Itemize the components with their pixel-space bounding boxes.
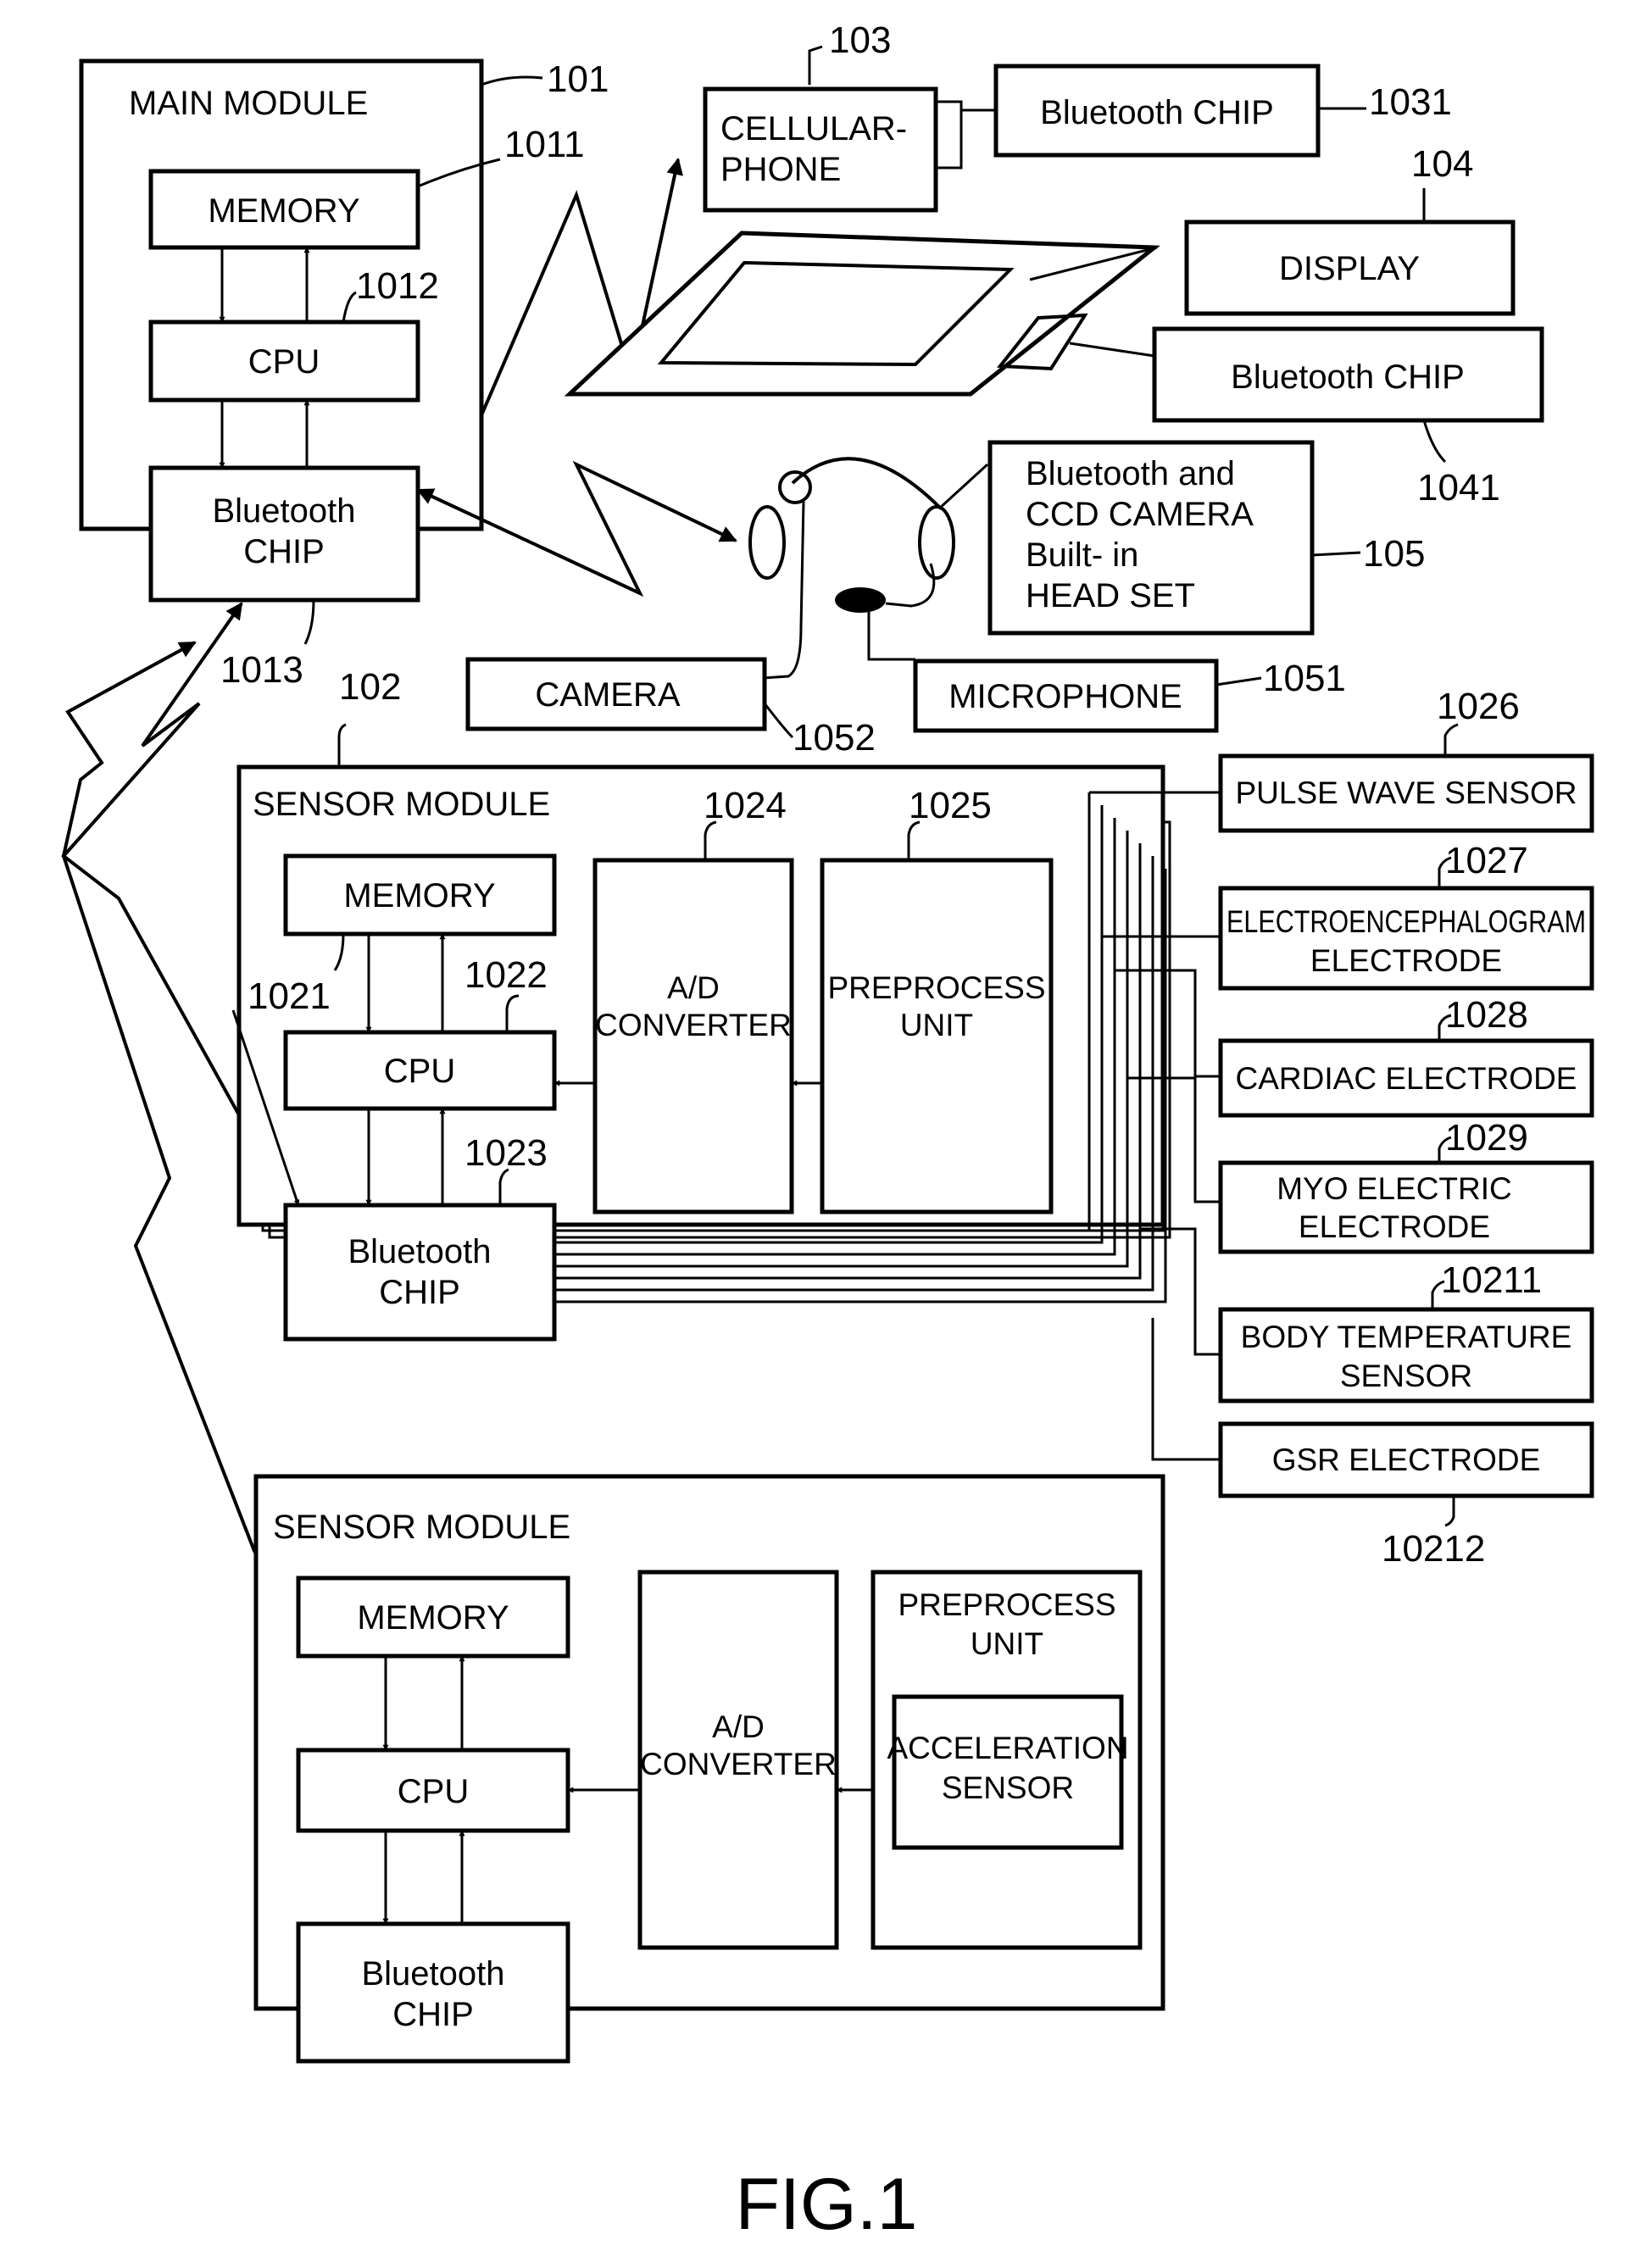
leader-1051 [1216,678,1261,685]
ref-1029: 1029 [1445,1117,1528,1159]
sm2-ad-converter-label-2: CONVERTER [640,1747,837,1781]
microphone-label: MICROPHONE [948,678,1182,715]
headset-label-3: Built- in [1026,536,1138,574]
microphone-cable [869,609,915,659]
pulse-wave-sensor-label: PULSE WAVE SENSOR [1236,775,1577,810]
gsr-cable [1153,1318,1221,1459]
headset-label-4: HEAD SET [1026,577,1195,614]
body-temperature-sensor-label-2: SENSOR [1340,1359,1472,1393]
ref-103: 103 [829,19,891,61]
leader-1013 [305,600,314,644]
sm2-ad-converter-label-1: A/D [712,1709,765,1744]
figure-label: FIG.1 [735,2164,917,2245]
cellular-phone-label-1: CELLULAR- [720,110,907,147]
ref-104: 104 [1411,143,1473,185]
leader-101 [481,77,542,85]
ref-1013: 1013 [220,649,303,691]
sm2-bluetooth-chip-label-2: CHIP [392,1996,474,2033]
headset-label-1: Bluetooth and [1026,455,1235,492]
headset-left-ear [750,507,784,578]
sm1-bluetooth-chip-label-1: Bluetooth [348,1233,491,1270]
main-module: MAIN MODULE MEMORY CPU Bluetooth CHIP 10… [81,58,609,691]
ref-1012: 1012 [356,265,439,307]
cellular-phone: CELLULAR- PHONE 103 Bluetooth CHIP 1031 [705,19,1452,210]
leader-103 [809,47,822,85]
sm1-preprocess-unit-label-2: UNIT [900,1008,973,1042]
ref-10211: 10211 [1441,1259,1542,1301]
myo-electric-electrode-label-2: ELECTRODE [1299,1209,1490,1244]
acceleration-sensor-label-2: SENSOR [942,1770,1074,1805]
eeg-electrode-label-1: ELECTROENCEPHALOGRAM [1226,904,1586,939]
sensor-module-102: SENSOR MODULE 102 MEMORY CPU Bluetooth C… [233,666,1170,1339]
ref-1052: 1052 [793,717,876,759]
sm2-memory-label: MEMORY [357,1599,509,1637]
body-temperature-sensor-label-1: BODY TEMPERATURE [1241,1320,1572,1354]
sensor-module-102-title: SENSOR MODULE [253,786,550,823]
cardiac-electrode-label: CARDIAC ELECTRODE [1236,1061,1577,1096]
sm1-ad-converter-label-1: A/D [667,970,720,1005]
myo-electric-electrode-label-1: MYO ELECTRIC [1277,1171,1512,1206]
sensor-module-2-title: SENSOR MODULE [273,1509,570,1546]
sm2-preprocess-unit-label-1: PREPROCESS [898,1587,1115,1622]
main-module-title: MAIN MODULE [129,85,368,122]
headset: Bluetooth and CCD CAMERA Built- in HEAD … [468,442,1425,759]
sm1-preprocess-unit-label-1: PREPROCESS [827,970,1045,1005]
leader-105 [1312,553,1360,555]
display-label: DISPLAY [1279,250,1420,287]
ref-105: 105 [1363,533,1425,575]
sm1-ad-converter-label-2: CONVERTER [595,1008,792,1042]
sm2-bluetooth-chip-box [298,1924,568,2061]
ref-102: 102 [339,666,401,708]
sm2-cpu-label: CPU [398,1773,469,1810]
leader-102 [339,725,346,767]
display-bluetooth-chip-label: Bluetooth CHIP [1231,358,1465,396]
ref-1051: 1051 [1263,658,1346,699]
gsr-electrode-label: GSR ELECTRODE [1272,1442,1541,1477]
sm1-bluetooth-chip-box [286,1205,554,1339]
sensor-module-2: SENSOR MODULE MEMORY CPU Bluetooth CHIP … [256,1476,1163,2061]
sm1-cpu-label: CPU [384,1053,455,1090]
ref-1028: 1028 [1445,994,1528,1036]
sm2-preprocess-unit-label-2: UNIT [971,1626,1043,1661]
headset-band [793,459,941,509]
ref-1041: 1041 [1417,467,1500,509]
main-bluetooth-chip-label-1: Bluetooth [212,492,355,530]
ref-1021: 1021 [248,975,331,1017]
ref-101: 101 [547,58,609,100]
sm1-memory-label: MEMORY [343,877,495,914]
headset-right-ear [920,507,954,578]
cellphone-bluetooth-chip-label: Bluetooth CHIP [1040,94,1274,131]
main-bluetooth-chip-label-2: CHIP [243,533,325,570]
ref-1023: 1023 [464,1132,548,1174]
camera-label: CAMERA [535,676,680,714]
main-cpu-label: CPU [248,343,320,381]
ref-1031: 1031 [1369,81,1452,123]
headset-label-2: CCD CAMERA [1026,496,1254,533]
sm2-bluetooth-chip-label-1: Bluetooth [361,1955,504,1992]
eeg-electrode-label-2: ELECTRODE [1310,943,1502,978]
ref-1025: 1025 [909,785,992,826]
main-memory-label: MEMORY [208,192,359,230]
leader-1041 [1424,420,1445,462]
acceleration-sensor-label-1: ACCELERATION [887,1731,1128,1765]
ref-1027: 1027 [1445,840,1528,881]
ref-10212: 10212 [1382,1528,1485,1570]
ref-1011: 1011 [504,124,585,165]
sm1-bluetooth-chip-label-2: CHIP [379,1274,460,1311]
ref-1022: 1022 [464,954,548,996]
cellular-phone-label-2: PHONE [720,151,841,188]
ref-1024: 1024 [704,785,787,826]
microphone-icon [835,587,886,613]
ref-1026: 1026 [1437,686,1520,727]
leader-1052 [765,703,793,737]
